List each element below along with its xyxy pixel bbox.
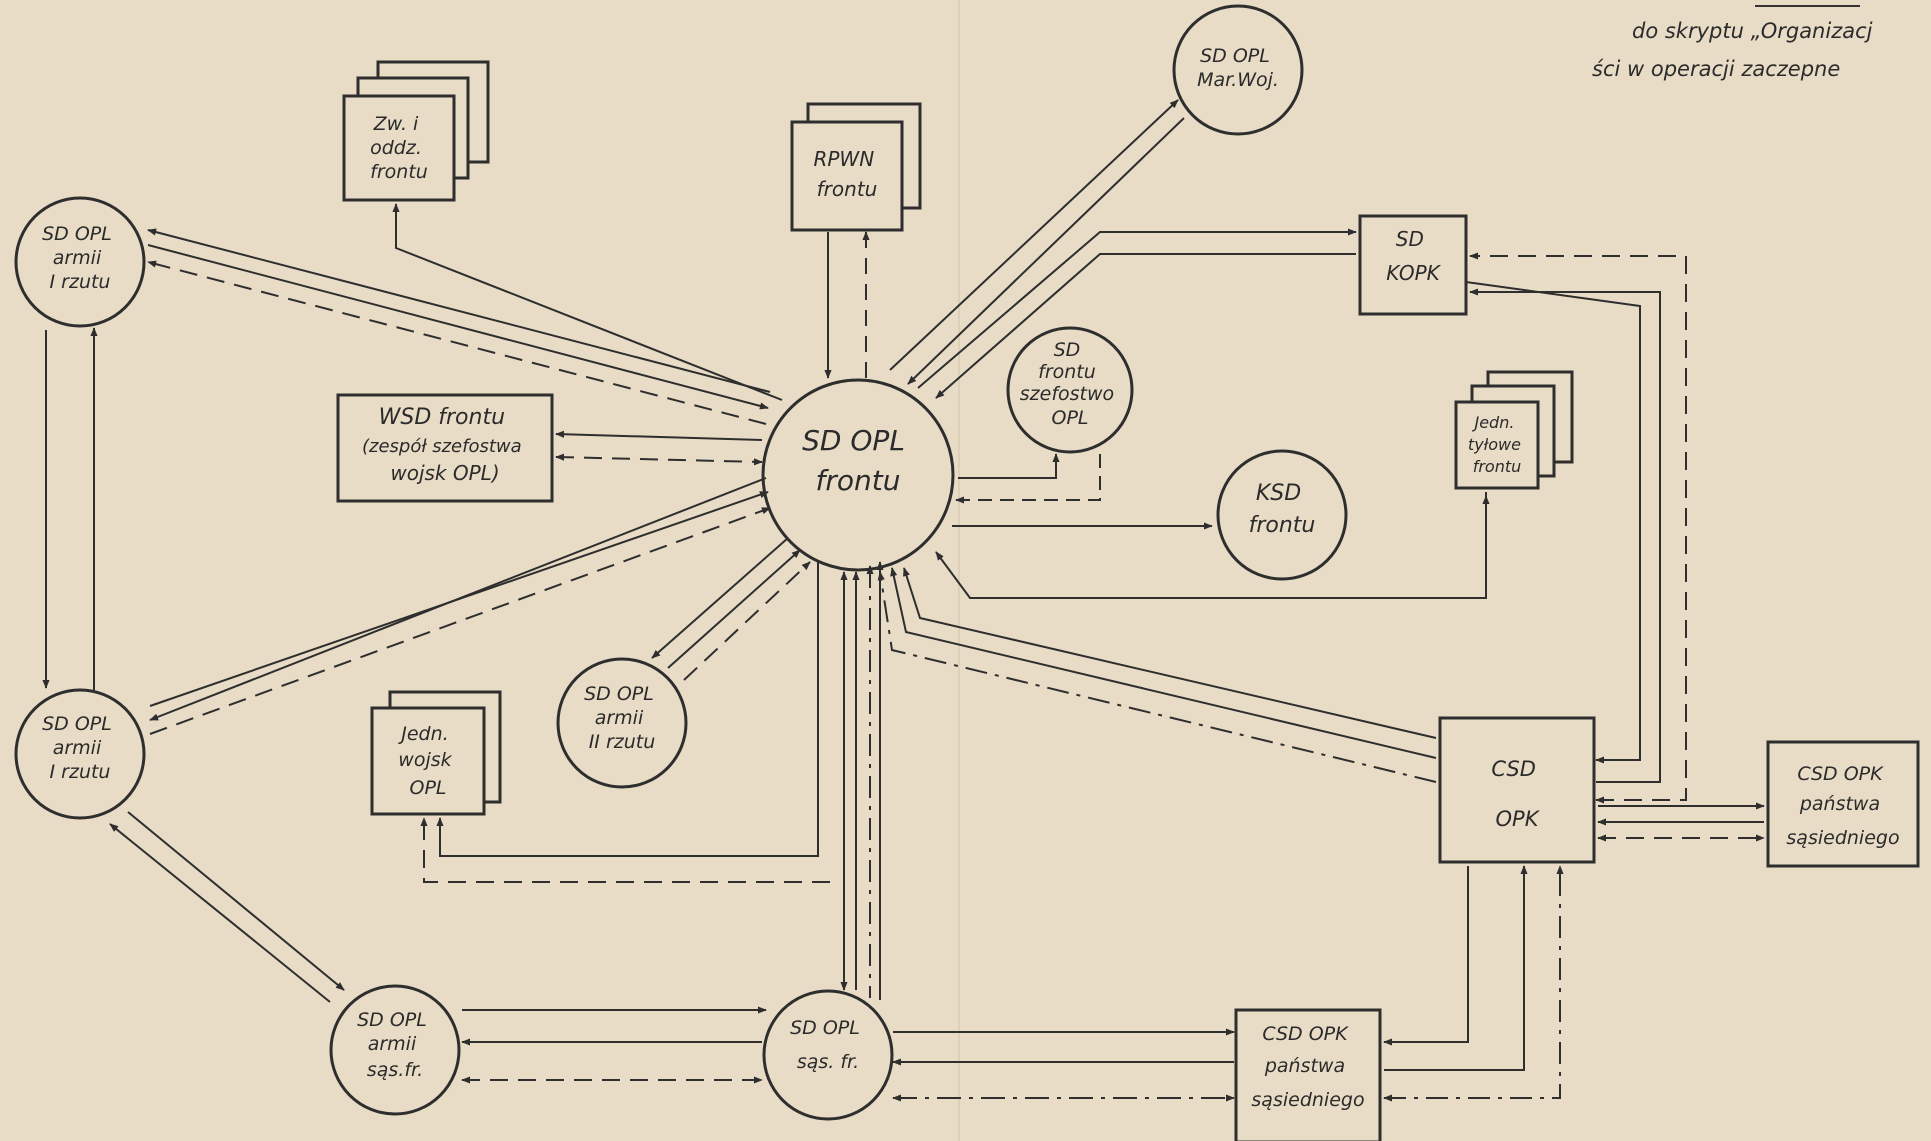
label-sd-opl-armii-1-top: SD OPL armii I rzutu	[42, 223, 118, 293]
dashed-csd-kopk	[1469, 252, 1687, 804]
dashed-front-wsd	[555, 453, 763, 466]
label-sd-opl-marwoj: SD OPL Mar.Woj.	[1197, 45, 1279, 91]
label-sd-frontu-szefostwo: SD frontu szefostwo OPL	[1020, 339, 1120, 429]
node-sd-opl-armii-2-rzutu	[556, 657, 688, 789]
node-sd-kopk	[1358, 214, 1468, 316]
arrow-front-to-kopk	[917, 228, 1357, 389]
label-sd-opl-sas-fr: SD OPL sąs. fr.	[790, 1017, 866, 1073]
dashdot-csdsas-bottom-csd	[1383, 865, 1564, 1102]
label-ksd-frontu: KSD frontu	[1249, 481, 1316, 538]
label-jedn-tylowe-frontu: Jedn. tyłowe frontu	[1468, 413, 1526, 476]
dashed-armia2-to-front	[683, 561, 811, 681]
node-sd-opl-armii-sas-fr	[329, 984, 461, 1116]
arrow-marwoj-to-front	[907, 117, 1185, 385]
arrow-front-to-zw	[392, 203, 783, 401]
arrow-tylowe-to-front	[935, 492, 1487, 599]
arrow-armia1bottom-to-front	[149, 491, 769, 707]
dashed-szefostwo-to-front	[955, 454, 1101, 504]
arrow-armia1top-to-front	[147, 244, 769, 410]
label-sd-opl-armii-sas: SD OPL armii sąs.fr.	[357, 1009, 433, 1081]
arrow-front-to-wsd	[555, 430, 763, 441]
node-jedn-wojsk-opl	[370, 706, 486, 816]
arrow-csd-to-front-2	[890, 567, 1437, 759]
header-line-2: ści w operacji zaczepne	[1592, 57, 1840, 81]
arrow-csd-to-csdsas-bottom	[1383, 866, 1469, 1046]
arrow-front-to-armia1top	[147, 228, 771, 393]
label-wsd-frontu: WSD frontu (zespół szefostwa wojsk OPL)	[362, 405, 528, 485]
arrow-armia1bottom-to-sas	[127, 811, 345, 991]
node-sd-frontu-szefostwo	[1006, 326, 1134, 454]
label-sd-opl-armii-2: SD OPL armii II rzutu	[584, 683, 660, 753]
header-line-1: do skryptu „Organizacj	[1632, 19, 1873, 43]
label-sd-opl-armii-1-bottom: SD OPL armii I rzutu	[42, 713, 118, 783]
arrow-armia2-to-front	[667, 549, 801, 669]
arrow-front-to-marwoj	[889, 99, 1179, 371]
label-sd-kopk: SD KOPK	[1386, 227, 1441, 285]
label-jedn-wojsk-opl: Jedn. wojsk OPL	[397, 723, 457, 799]
label-sd-opl-frontu: SD OPL frontu	[802, 424, 914, 497]
arrow-armia1bottom-from-sas	[109, 823, 331, 1003]
arrow-front-to-jedn-opl	[436, 562, 819, 857]
dashed-front-to-armia1top	[147, 260, 767, 425]
node-rpwn-frontu	[790, 120, 904, 232]
node-sd-opl-armii-1-rzutu-bottom	[14, 688, 146, 820]
dashed-armia1bottom-to-front	[149, 507, 771, 735]
node-csd-opk-panstwa-sasiedniego-bottom	[1234, 1008, 1382, 1141]
arrow-front-to-szefostwo	[958, 453, 1060, 479]
arrow-csd-to-kopk	[1469, 288, 1661, 783]
node-zw-oddz-frontu	[342, 94, 456, 202]
node-sd-opl-mar-woj	[1172, 4, 1304, 136]
label-csd-opk-panstwa-right: CSD OPK państwa sąsiedniego	[1786, 763, 1899, 849]
node-csd-opk	[1438, 716, 1596, 864]
dashdot-csd-to-front	[877, 571, 1437, 783]
arrow-csdsas-bottom-to-csd	[1384, 865, 1528, 1071]
node-ksd-frontu	[1216, 449, 1348, 581]
node-wsd-frontu	[336, 393, 554, 503]
node-sd-opl-frontu	[761, 378, 955, 572]
node-sd-opl-sas-fr	[762, 989, 894, 1121]
arrow-kopk-to-csd	[1465, 281, 1641, 764]
label-rpwn-frontu: RPWN frontu	[813, 147, 880, 201]
arrow-front-to-armia2	[651, 537, 789, 659]
label-csd-opk-panstwa-bottom: CSD OPK państwa sąsiedniego	[1251, 1023, 1364, 1111]
node-sd-opl-armii-1-rzutu-top	[14, 196, 146, 328]
label-csd-opk: CSD OPK	[1491, 757, 1542, 831]
arrow-csd-to-front-1	[903, 567, 1437, 739]
dashed-front-to-jedn-opl	[420, 817, 830, 883]
node-csd-opk-panstwa-sasiedniego-right	[1766, 740, 1920, 868]
arrow-kopk-to-front	[935, 253, 1356, 399]
label-zw-oddz-frontu: Zw. i oddz. frontu	[370, 113, 428, 183]
page-fold	[958, 0, 960, 1141]
